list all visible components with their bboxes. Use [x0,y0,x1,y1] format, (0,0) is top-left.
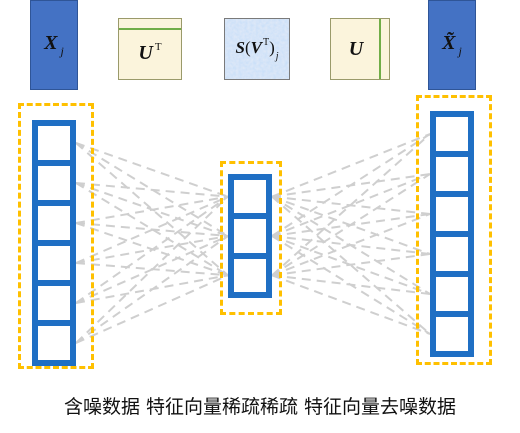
u-transpose-green-edge [119,19,181,30]
s-open-paren: ( [244,37,251,57]
encoder-connection [75,195,229,224]
input-layer-dashed-box [18,103,94,369]
output-neuron [436,237,468,271]
xt-subscript: j [458,43,462,58]
input-neuron [38,246,70,280]
hidden-neuron [234,180,266,214]
v-symbol: V [250,37,262,57]
output-neuron [436,197,468,231]
encoder-connection [75,235,229,344]
encoder-connection [75,195,229,264]
s-symbol: S [235,37,245,57]
s-subscript: j [275,50,279,62]
s-close-paren: ) [269,37,275,57]
denoised-data-matrix: X̃j [428,0,476,90]
encoder-connection [75,195,229,304]
output-neuron-column [430,111,474,357]
output-neuron [436,157,468,191]
caption: 含噪数据 特征向量稀疏稀疏 特征向量去噪数据 [63,396,457,418]
x-symbol: X [44,31,58,54]
output-layer-dashed-box [416,95,492,365]
encoder-connection [75,195,229,344]
input-neuron [38,126,70,160]
encoder-connection [75,142,229,198]
v-superscript: T [262,36,270,48]
decoder-connection [271,133,431,198]
decoder-connection [271,274,431,295]
ut-symbol: U [138,42,153,64]
input-neuron-column [32,120,76,366]
x-subscript: j [60,43,64,58]
decoder-connection [271,235,431,295]
hidden-layer-dashed-box [220,161,282,315]
decoder-connection [271,235,431,255]
u-symbol: U [348,37,364,60]
hidden-neuron [234,258,266,292]
decoder-connection [271,133,431,237]
u-green-edge [379,19,389,79]
encoder-connection [75,182,229,198]
input-neuron [38,286,70,320]
encoder-connection [75,274,229,344]
noise-texture [225,19,289,79]
decoder-connection [271,173,431,237]
output-neuron [436,117,468,151]
decoder-connection [271,213,431,277]
decoder-connection [271,173,431,277]
output-neuron [436,277,468,311]
decoder-connection [271,274,431,335]
xt-symbol: X̃ [442,31,456,54]
u-matrix: U [330,18,390,80]
decoder-connection [271,253,431,277]
input-neuron [38,326,70,360]
output-neuron [436,317,468,351]
input-neuron [38,166,70,200]
input-neuron [38,206,70,240]
decoder-connection [271,195,431,255]
ut-superscript: T [154,41,162,53]
hidden-neuron [234,219,266,253]
hidden-neuron-column [228,174,272,298]
decoder-connection [271,133,431,277]
sparse-feature-matrix: S(VT)j [224,18,290,80]
